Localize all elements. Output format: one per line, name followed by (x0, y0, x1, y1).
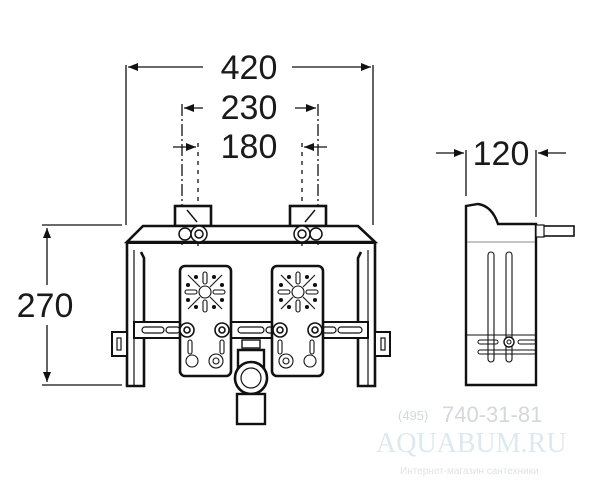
dimension-180 (173, 143, 327, 250)
dimension-label-270: 270 (17, 287, 74, 325)
dimension-230 (181, 104, 319, 245)
front-view (111, 204, 391, 426)
dimension-label-230: 230 (221, 89, 278, 127)
side-view (464, 202, 575, 387)
dimension-270 (42, 224, 122, 386)
dimension-label-120: 120 (473, 135, 530, 173)
dimension-120 (436, 149, 566, 217)
watermark-phone-prefix: (495) (398, 408, 428, 423)
watermark-tagline: Интернет-магазин сантехники (400, 466, 539, 477)
watermark: (495) 740-31-81 AQUABUM.RU Интернет-мага… (376, 402, 567, 477)
dimension-420 (125, 63, 374, 225)
watermark-site: AQUABUM.RU (376, 428, 567, 459)
dimension-label-420: 420 (221, 49, 278, 87)
dimension-label-180: 180 (221, 128, 278, 166)
watermark-phone-number: 740-31-81 (442, 402, 542, 427)
